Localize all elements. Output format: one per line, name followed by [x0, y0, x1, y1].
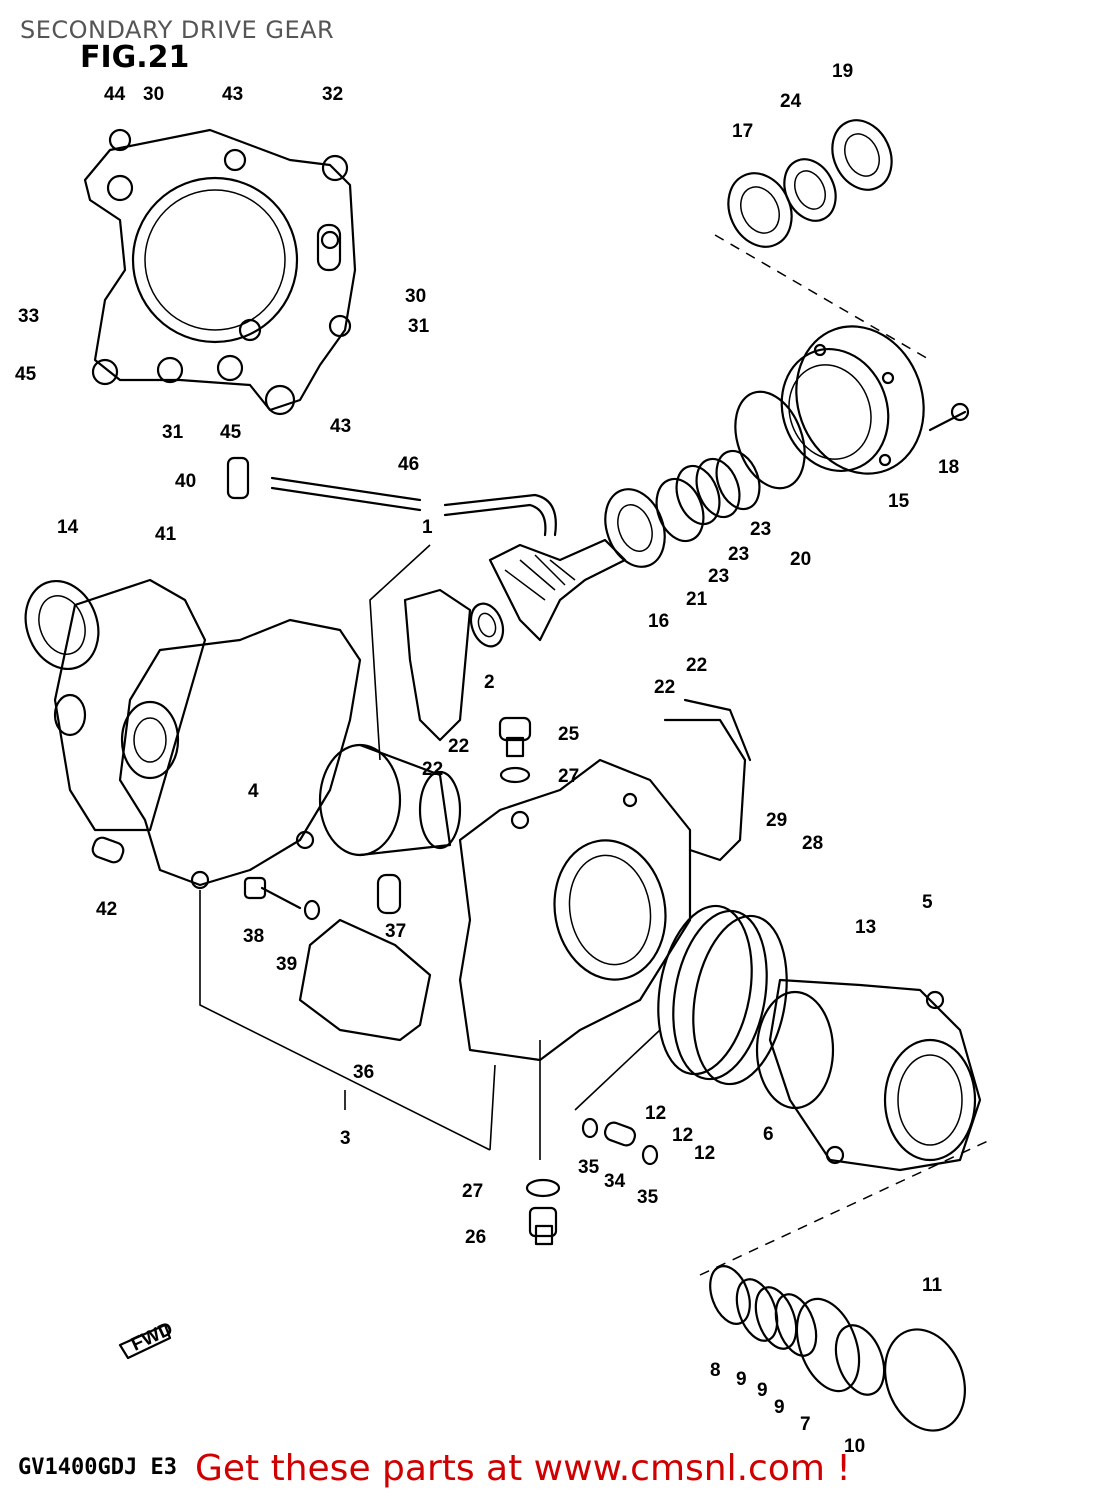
bevel-gear-shaft [469, 538, 627, 648]
page-title: SECONDARY DRIVE GEAR [20, 16, 335, 44]
callout-32: 32 [322, 84, 343, 105]
gaskets [403, 588, 752, 862]
callout-12: 12 [672, 1125, 693, 1146]
callout-22: 22 [448, 736, 469, 757]
callout-23: 23 [728, 544, 749, 565]
callout-23: 23 [708, 566, 729, 587]
bracket-lines [199, 544, 661, 1160]
callout-28: 28 [802, 833, 823, 854]
upper-bearing-stack [714, 119, 931, 361]
callout-45: 45 [15, 364, 37, 385]
callout-10: 10 [844, 1436, 865, 1457]
callout-16: 16 [648, 611, 669, 632]
callout-3: 3 [340, 1128, 351, 1149]
callout-9: 9 [736, 1369, 747, 1390]
secondary-gear-case [458, 758, 692, 1062]
callout-7: 7 [800, 1414, 811, 1435]
callout-11: 11 [922, 1275, 943, 1296]
model-code: GV1400GDJ E3 [18, 1455, 177, 1480]
callout-41: 41 [155, 524, 177, 545]
callout-9: 9 [757, 1380, 768, 1401]
callout-12: 12 [694, 1143, 715, 1164]
callout-38: 38 [243, 926, 264, 947]
callout-8: 8 [710, 1360, 721, 1381]
callout-1: 1 [422, 517, 433, 538]
callout-39: 39 [276, 954, 297, 975]
callout-31: 31 [408, 316, 430, 337]
lower-bearing-stack [699, 1139, 991, 1432]
callout-4: 4 [248, 781, 259, 802]
bearing-case [780, 325, 970, 475]
callout-5: 5 [922, 892, 933, 913]
callout-6: 6 [763, 1124, 774, 1145]
svg-text:FWD: FWD [128, 1318, 176, 1355]
callout-27: 27 [558, 766, 579, 787]
callout-27: 27 [462, 1181, 483, 1202]
callout-21: 21 [686, 589, 708, 610]
oil-plug-top [498, 716, 532, 784]
shims-and-bearing [604, 390, 806, 568]
callout-46: 46 [398, 454, 419, 475]
callout-14: 14 [57, 517, 79, 538]
callout-43: 43 [222, 84, 243, 105]
callout-22: 22 [654, 677, 675, 698]
callout-37: 37 [385, 921, 406, 942]
callout-19: 19 [832, 61, 853, 82]
callout-15: 15 [888, 491, 910, 512]
callout-42: 42 [96, 899, 117, 920]
drain-plug [525, 1178, 561, 1246]
shims-12 [657, 904, 788, 1086]
callout-22: 22 [422, 759, 443, 780]
callout-20: 20 [790, 549, 811, 570]
callout-25: 25 [558, 724, 580, 745]
callout-22: 22 [686, 655, 707, 676]
callout-30: 30 [405, 286, 426, 307]
callout-35: 35 [578, 1157, 600, 1178]
callout-44: 44 [104, 84, 126, 105]
gasket-cover-plate [83, 128, 357, 416]
promo-link[interactable]: Get these parts at www.cmsnl.com ! [195, 1448, 851, 1489]
callout-34: 34 [604, 1171, 626, 1192]
dowel-pins [581, 1117, 659, 1166]
callout-24: 24 [780, 91, 802, 112]
breather-hose [226, 456, 557, 537]
figure-label: FIG.21 [80, 40, 190, 75]
callout-29: 29 [766, 810, 787, 831]
forward-arrow-icon: FWD [118, 1318, 176, 1360]
callout-40: 40 [175, 471, 196, 492]
callout-18: 18 [938, 457, 959, 478]
callout-26: 26 [465, 1227, 486, 1248]
callout-45: 45 [220, 422, 242, 443]
callout-33: 33 [18, 306, 39, 327]
callout-12: 12 [645, 1103, 666, 1124]
final-drive-hub [755, 978, 982, 1172]
callout-43: 43 [330, 416, 351, 437]
callout-17: 17 [732, 121, 753, 142]
callout-30: 30 [143, 84, 164, 105]
spline-gear [318, 743, 462, 857]
callout-23: 23 [750, 519, 771, 540]
callout-13: 13 [855, 917, 876, 938]
callout-9: 9 [774, 1397, 785, 1418]
sensor-assembly [243, 873, 432, 1042]
callout-2: 2 [484, 672, 495, 693]
callout-36: 36 [353, 1062, 374, 1083]
callout-35: 35 [637, 1187, 659, 1208]
callout-31: 31 [162, 422, 184, 443]
final-gear-case [91, 618, 362, 890]
oil-seal-and-gasket [24, 578, 207, 832]
